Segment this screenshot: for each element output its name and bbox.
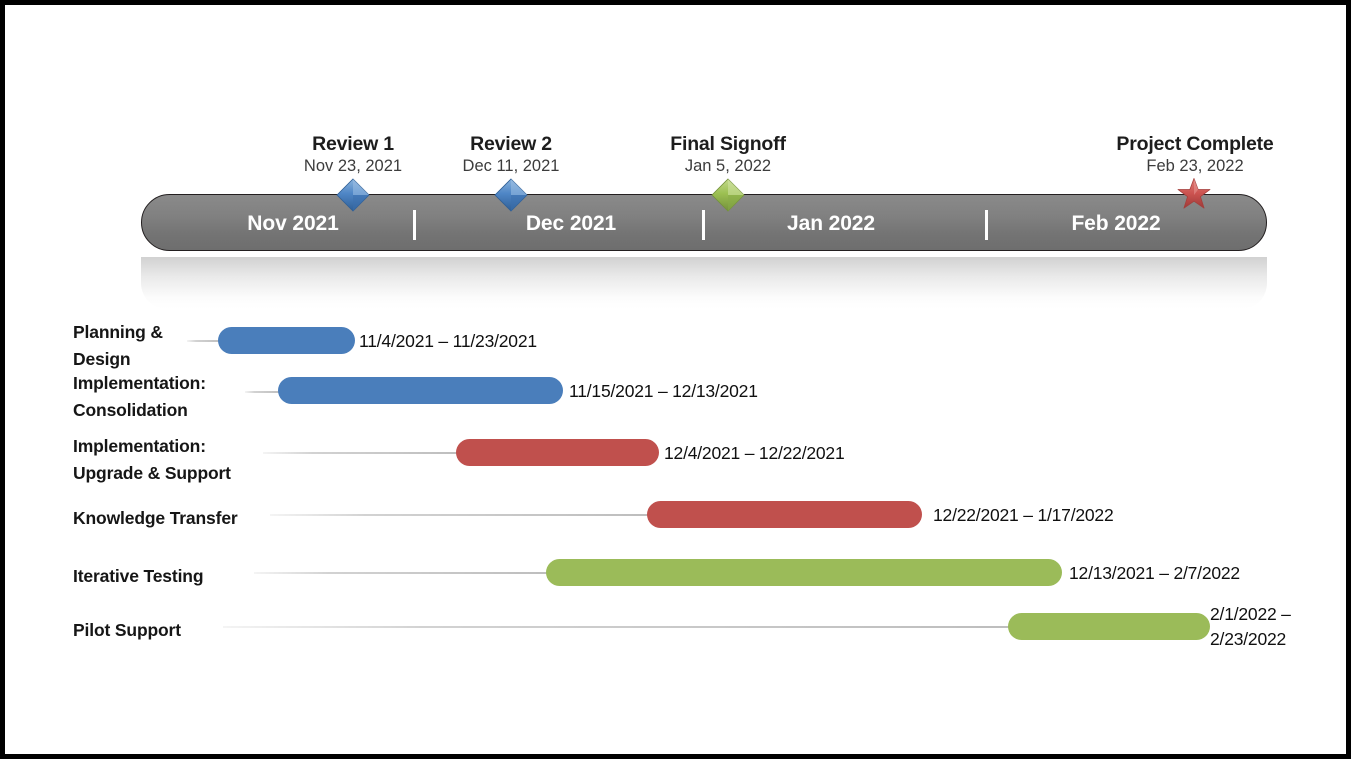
task-date-range: 12/4/2021 – 12/22/2021 xyxy=(664,443,845,463)
task-label-implementation-consolidation: Implementation: Consolidation xyxy=(73,370,273,423)
task-label-pilot-support: Pilot Support xyxy=(73,617,273,644)
milestone-marker-project-complete[interactable] xyxy=(1177,177,1211,211)
task-leader-line xyxy=(245,391,283,393)
task-label-planning-design: Planning & Design xyxy=(73,319,223,372)
milestone-marker-review-2[interactable] xyxy=(494,178,528,212)
task-bar-implementation-upgrade-support[interactable] xyxy=(456,439,659,466)
diamond-icon xyxy=(711,178,745,212)
task-label-line: Pilot Support xyxy=(73,620,181,640)
task-label-line: Consolidation xyxy=(73,399,188,420)
milestone-date: Nov 23, 2021 xyxy=(303,157,403,175)
task-label-knowledge-transfer: Knowledge Transfer xyxy=(73,505,273,532)
timeline-segment-nov-2021: Nov 2021 xyxy=(247,212,339,235)
timeline-segment-feb-2022: Feb 2022 xyxy=(1071,212,1161,235)
timeline-tick-separator xyxy=(413,210,416,240)
task-leader-line xyxy=(223,626,1023,628)
task-label-implementation-upgrade-support: Implementation: Upgrade & Support xyxy=(73,433,283,486)
diamond-icon xyxy=(336,178,370,212)
timeline-tick-separator xyxy=(985,210,988,240)
milestone-date: Jan 5, 2022 xyxy=(684,157,772,175)
milestone-title: Final Signoff xyxy=(670,133,786,155)
task-bar-implementation-consolidation[interactable] xyxy=(278,377,563,404)
task-leader-line xyxy=(187,340,223,342)
task-date-range: 12/22/2021 – 1/17/2022 xyxy=(933,505,1114,525)
task-label-line: Implementation: xyxy=(73,373,206,393)
task-bar-knowledge-transfer[interactable] xyxy=(647,501,922,528)
milestone-title: Review 1 xyxy=(312,133,394,155)
timeline-segment-dec-2021: Dec 2021 xyxy=(525,212,617,235)
milestone-callout-project-complete[interactable]: Project Complete Feb 23, 2022 xyxy=(1075,133,1315,177)
milestone-marker-final-signoff[interactable] xyxy=(711,178,745,212)
task-label-line: Iterative Testing xyxy=(73,566,204,586)
task-date-range: 12/13/2021 – 2/7/2022 xyxy=(1069,563,1240,583)
timeline-axis-bar[interactable]: Nov 2021 Dec 2021 Jan 2022 Feb 2022 xyxy=(141,194,1267,251)
diamond-icon xyxy=(494,178,528,212)
task-label-line: Knowledge Transfer xyxy=(73,508,238,528)
timeline-tick-separator xyxy=(702,210,705,240)
task-bar-pilot-support[interactable] xyxy=(1008,613,1210,640)
milestone-title: Review 2 xyxy=(470,133,552,155)
timeline-reflection xyxy=(141,257,1267,309)
task-date-range: 11/15/2021 – 12/13/2021 xyxy=(569,381,758,401)
milestone-date: Feb 23, 2022 xyxy=(1146,157,1244,175)
milestone-title: Project Complete xyxy=(1116,133,1274,155)
milestone-marker-review-1[interactable] xyxy=(336,178,370,212)
milestone-callout-review-2[interactable]: Review 2 Dec 11, 2021 xyxy=(391,133,631,177)
task-date-range-line: 2/23/2022 xyxy=(1210,629,1287,649)
task-bar-planning-design[interactable] xyxy=(218,327,355,354)
timeline-segment-jan-2022: Jan 2022 xyxy=(787,212,875,235)
milestone-callout-review-1[interactable]: Review 1 Nov 23, 2021 xyxy=(233,133,473,177)
task-label-line: Implementation: xyxy=(73,436,206,456)
task-leader-line xyxy=(263,452,463,454)
task-date-range: 2/1/2022 – 2/23/2022 xyxy=(1210,602,1310,652)
task-leader-line xyxy=(254,572,554,574)
task-label-iterative-testing: Iterative Testing xyxy=(73,563,273,590)
milestone-date: Dec 11, 2021 xyxy=(462,157,560,175)
task-label-line: Design xyxy=(73,348,131,369)
milestone-callout-final-signoff[interactable]: Final Signoff Jan 5, 2022 xyxy=(608,133,848,177)
task-label-line: Planning & xyxy=(73,322,163,342)
task-bar-iterative-testing[interactable] xyxy=(546,559,1062,586)
task-leader-line xyxy=(270,514,655,516)
task-date-range-line: 2/1/2022 – xyxy=(1210,604,1291,624)
task-date-range: 11/4/2021 – 11/23/2021 xyxy=(359,331,537,351)
star-icon xyxy=(1177,178,1211,209)
gantt-chart-canvas: Review 1 Nov 23, 2021 Review 2 Dec 11, 2… xyxy=(5,5,1346,754)
task-label-line: Upgrade & Support xyxy=(73,462,231,483)
